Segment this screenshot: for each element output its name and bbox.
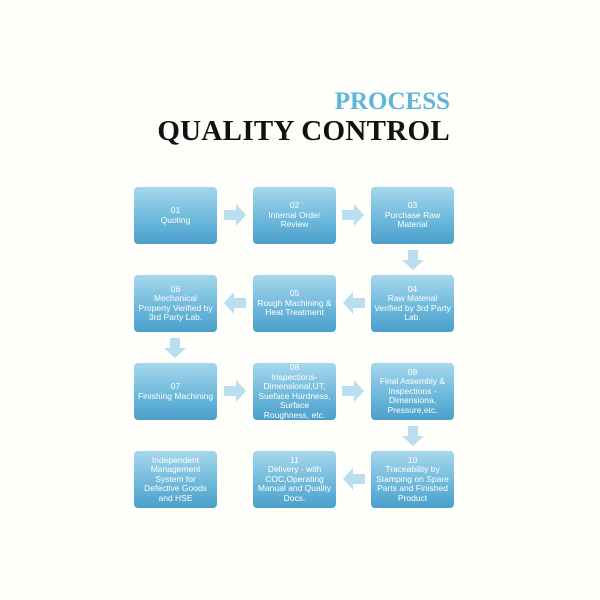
step-number: 03 — [407, 200, 418, 211]
arrow-left-icon — [343, 292, 365, 314]
step-text: Finishing Machining — [137, 390, 214, 401]
step-text: Traceability by Stamping on Spare Parts … — [376, 464, 449, 503]
step-text: Final Assembly & Inspections - Dimension… — [379, 376, 446, 415]
step-number: 04 — [407, 283, 418, 294]
step-text: Raw Material Verified by 3rd Party Lab. — [374, 293, 451, 322]
step-number: 02 — [289, 200, 300, 211]
step-text: Quoting — [160, 214, 191, 225]
step-text: Rough Machining & Heat Treatment — [257, 297, 332, 318]
arrow-right-icon — [224, 380, 246, 402]
arrow-left-icon — [224, 292, 246, 314]
step-text: Mechanical Property Verified by 3rd Part… — [138, 293, 213, 322]
arrow-down-icon — [402, 426, 424, 446]
step-text: Delivery - with COC,Operating Manual and… — [257, 464, 332, 503]
arrow-down-icon — [402, 250, 424, 270]
arrow-left-icon — [343, 468, 365, 490]
step-number: 06 — [170, 283, 181, 294]
title-process: PROCESS — [334, 88, 450, 115]
title-quality-control: QUALITY CONTROL — [157, 115, 450, 147]
step-text: Inspections- Dimensional,UT, Sueface Har… — [258, 371, 331, 420]
step-number: 05 — [289, 288, 300, 299]
step-number: 08 — [289, 362, 300, 372]
note-text: Independent Management System for Defect… — [144, 454, 207, 503]
step-number: 10 — [407, 454, 418, 465]
arrow-right-icon — [224, 204, 246, 226]
arrow-right-icon — [342, 204, 364, 226]
arrow-right-icon — [342, 380, 364, 402]
step-text: Internal Order Review — [268, 209, 321, 230]
arrow-down-icon — [164, 338, 186, 358]
step-text: Purchase Raw Material — [384, 209, 441, 230]
step-number: 09 — [407, 366, 418, 377]
step-number: 11 — [290, 454, 299, 465]
step-number: 07 — [170, 381, 181, 391]
step-number: 01 — [170, 205, 181, 215]
note-box: Independent Management System for Defect… — [134, 451, 217, 508]
